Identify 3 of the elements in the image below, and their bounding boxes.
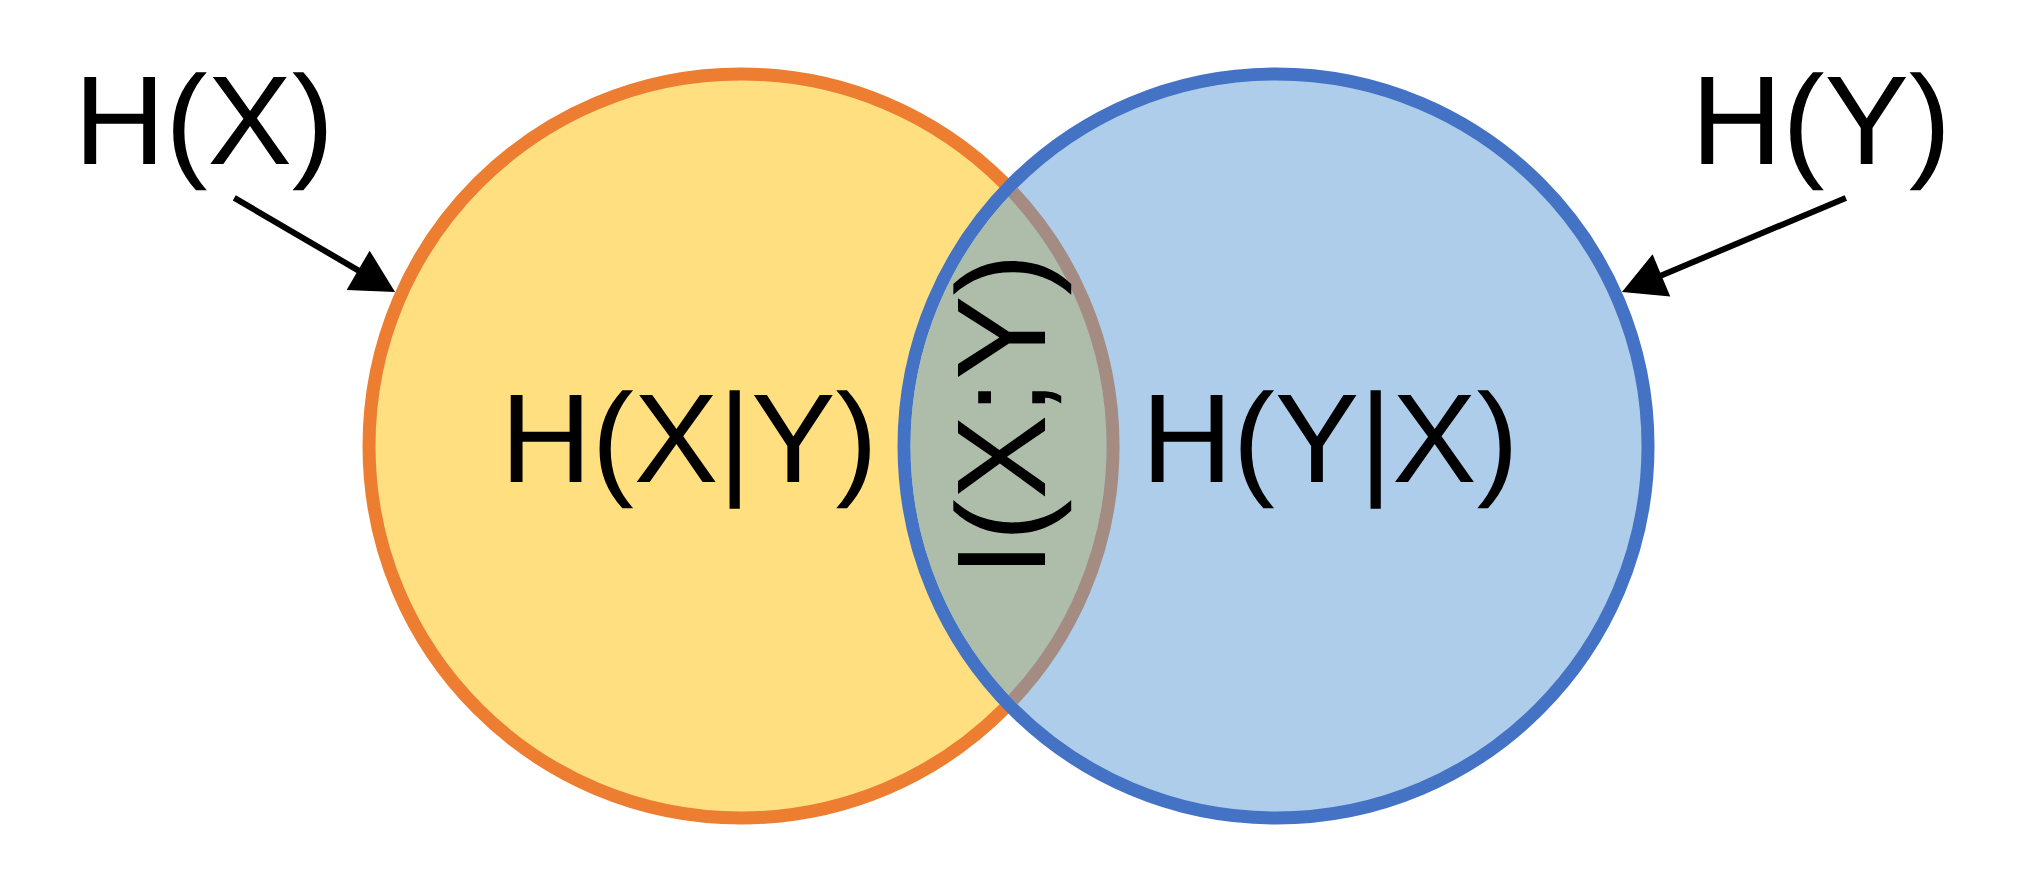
set-label: H(X) (84, 72, 327, 191)
overlap-region: I(X;Y) (910, 80, 1120, 812)
set-label: H(Y) (1701, 72, 1944, 191)
